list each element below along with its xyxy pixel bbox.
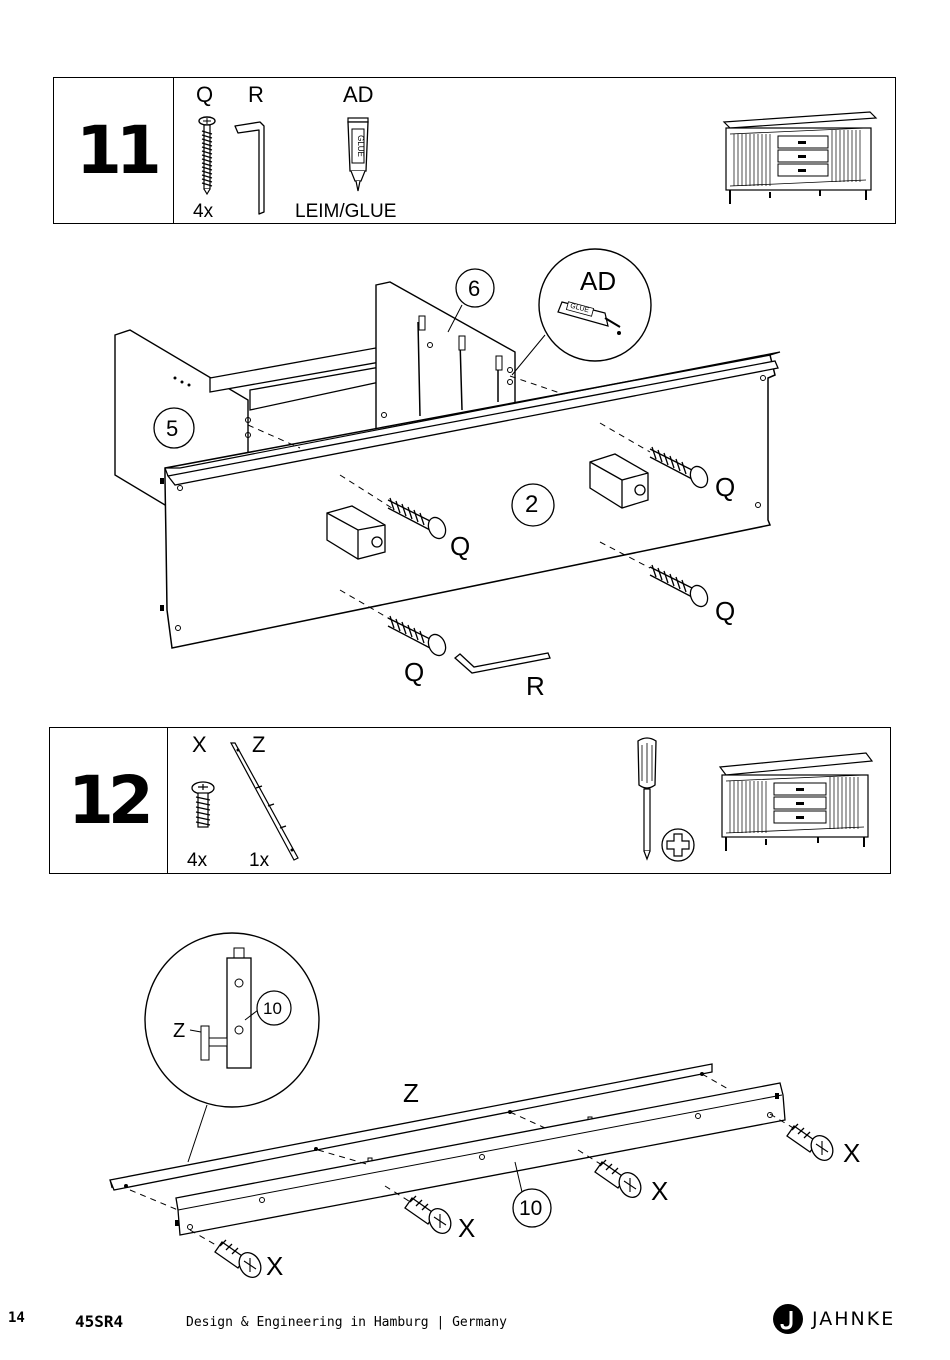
glue-bottle-text: GLUE — [356, 135, 365, 157]
glue-bottle-ad-icon: GLUE — [343, 115, 373, 195]
hex-key-r — [455, 653, 550, 673]
part-ad-letter: AD — [343, 84, 374, 106]
detail-10-label: 10 — [263, 1000, 282, 1017]
callout-ad-label: AD — [580, 268, 616, 294]
part-q-qty: 4x — [193, 202, 213, 221]
screw-x-label-2: X — [458, 1215, 475, 1241]
screw-q-label-4: Q — [404, 659, 424, 685]
screw-x-icon — [190, 780, 216, 832]
part-r-letter: R — [248, 84, 264, 106]
part-ad-qty: LEIM/GLUE — [295, 202, 396, 221]
tagline: Design & Engineering in Hamburg | German… — [186, 1315, 507, 1330]
jahnke-logo-icon — [772, 1303, 804, 1335]
brand-name: JAHNKE — [812, 1308, 895, 1330]
part-q-letter: Q — [196, 84, 213, 106]
step-11-divider — [173, 78, 174, 223]
step-12-divider — [167, 728, 168, 873]
page-number: 14 — [8, 1310, 25, 1326]
screw-x-label-3: X — [651, 1178, 668, 1204]
screw-x-label-4: X — [843, 1140, 860, 1166]
detail-z-label: Z — [173, 1021, 185, 1041]
panel-10-label: 10 — [519, 1198, 542, 1219]
rail-z-label: Z — [403, 1080, 419, 1106]
step-11-assembly-diagram — [0, 230, 950, 710]
screw-q-icon — [195, 115, 219, 195]
part-x-letter: X — [192, 734, 207, 756]
step-12-number: 12 — [68, 768, 148, 834]
panel-5-label: 5 — [166, 418, 178, 440]
screw-x-label-1: X — [266, 1253, 283, 1279]
screw-q-label-1: Q — [715, 474, 735, 500]
panel-6-label: 6 — [468, 278, 480, 300]
rail-z-icon — [228, 740, 303, 865]
phillips-head-icon — [660, 827, 696, 863]
panel-2-label: 2 — [525, 493, 538, 517]
sideboard-thumbnail-icon — [720, 100, 880, 210]
screwdriver-icon — [632, 735, 662, 865]
model-number: 45SR4 — [75, 1312, 123, 1331]
step-11-number: 11 — [76, 118, 156, 184]
screw-q-label-3: Q — [715, 598, 735, 624]
sideboard-thumbnail-12-icon — [718, 745, 878, 857]
part-x-qty: 4x — [187, 851, 207, 870]
hex-key-r-label: R — [526, 673, 545, 699]
hex-key-r-icon — [232, 118, 272, 218]
screw-q-label-2: Q — [450, 533, 470, 559]
